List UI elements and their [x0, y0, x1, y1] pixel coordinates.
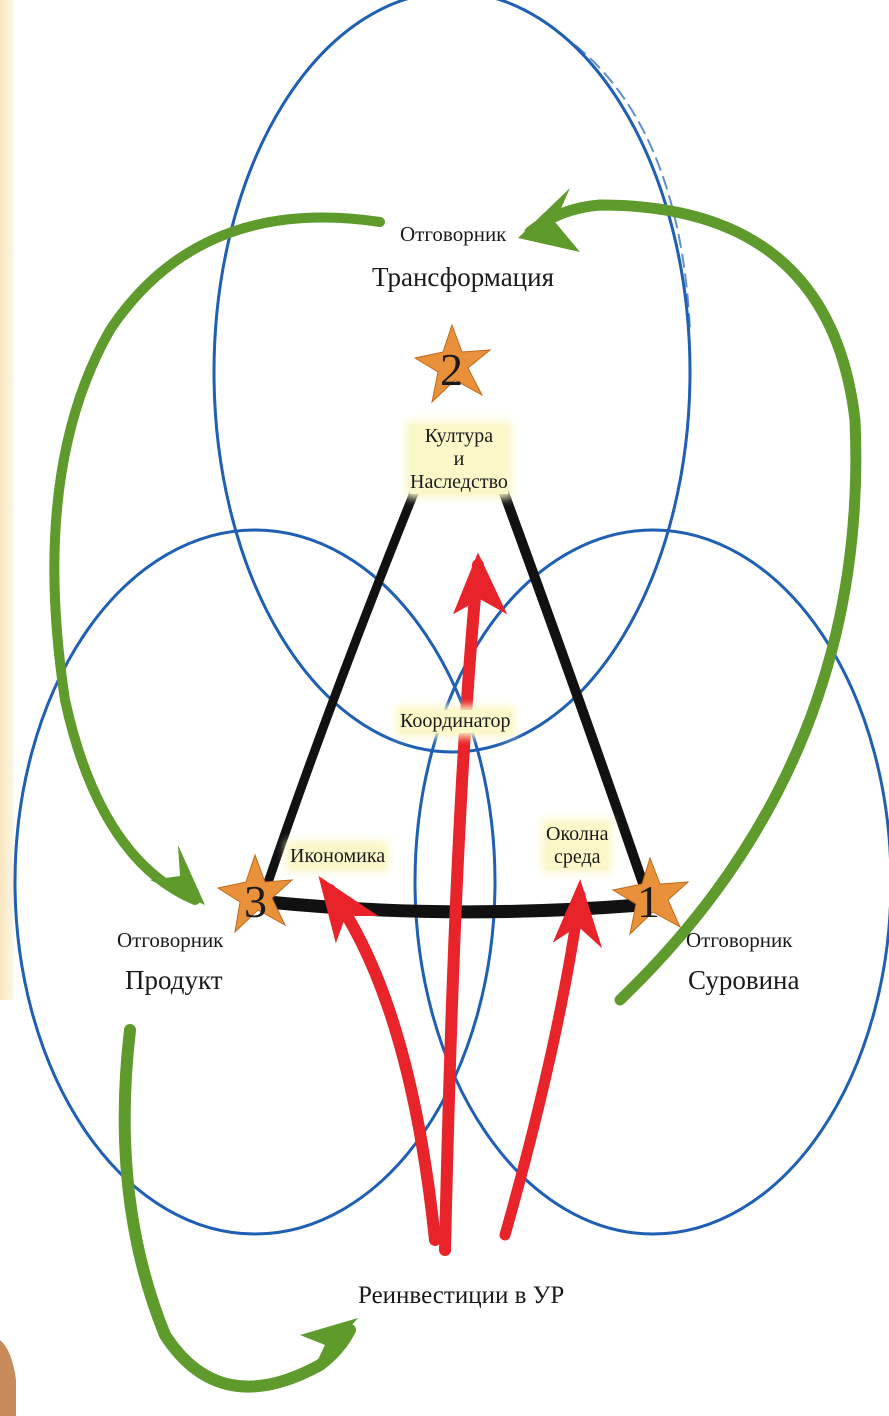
triangle-left-edge [257, 473, 425, 905]
green-arrow-left-head [150, 845, 205, 905]
green-arrow-right-head [518, 188, 580, 252]
leaf-badge-2 [413, 323, 492, 404]
green-arrow-right [524, 199, 862, 1006]
green-arrow-bottom-head [300, 1318, 358, 1372]
responsible-transformation-title: Трансформация [372, 262, 554, 292]
culture-heritage-label: Култура и Наследство [410, 425, 508, 494]
responsible-raw-material-caption: Отговорник [686, 928, 793, 952]
reinvestment-label: Реинвестиции в УР [358, 1282, 565, 1309]
green-arrow-left [49, 212, 385, 905]
green-arrow-bottom [118, 1024, 356, 1393]
responsible-product-caption: Отговорник [117, 928, 224, 952]
red-arrow-left-head [318, 875, 379, 944]
circle-left [13, 528, 497, 1236]
circle-top [212, 0, 692, 754]
red-arrow-left [324, 884, 441, 1246]
coordinator-label: Координатор [400, 710, 511, 733]
background-panel [0, 0, 14, 1000]
circle-right [413, 528, 889, 1236]
node-number-2: 2 [440, 344, 463, 395]
responsible-raw-material-title: Суровина [688, 965, 800, 995]
node-number-1: 1 [637, 876, 660, 927]
red-arrow-right-head [552, 879, 603, 949]
responsible-product-title: Продукт [125, 965, 223, 995]
leaf-badge-1 [611, 856, 690, 936]
economy-label: Икономика [290, 845, 386, 868]
red-arrow-right [499, 889, 586, 1241]
leaf-badge-3 [216, 853, 294, 934]
node-number-3: 3 [244, 876, 267, 927]
responsible-transformation-caption: Отговорник [400, 222, 507, 246]
corner-decoration [0, 1340, 16, 1416]
red-arrow-center [439, 559, 484, 1256]
environment-label: Околна среда [546, 823, 609, 869]
triangle-right-edge [495, 477, 653, 903]
red-arrow-center-head [453, 552, 508, 615]
circle-top-faded-arc [574, 44, 691, 331]
